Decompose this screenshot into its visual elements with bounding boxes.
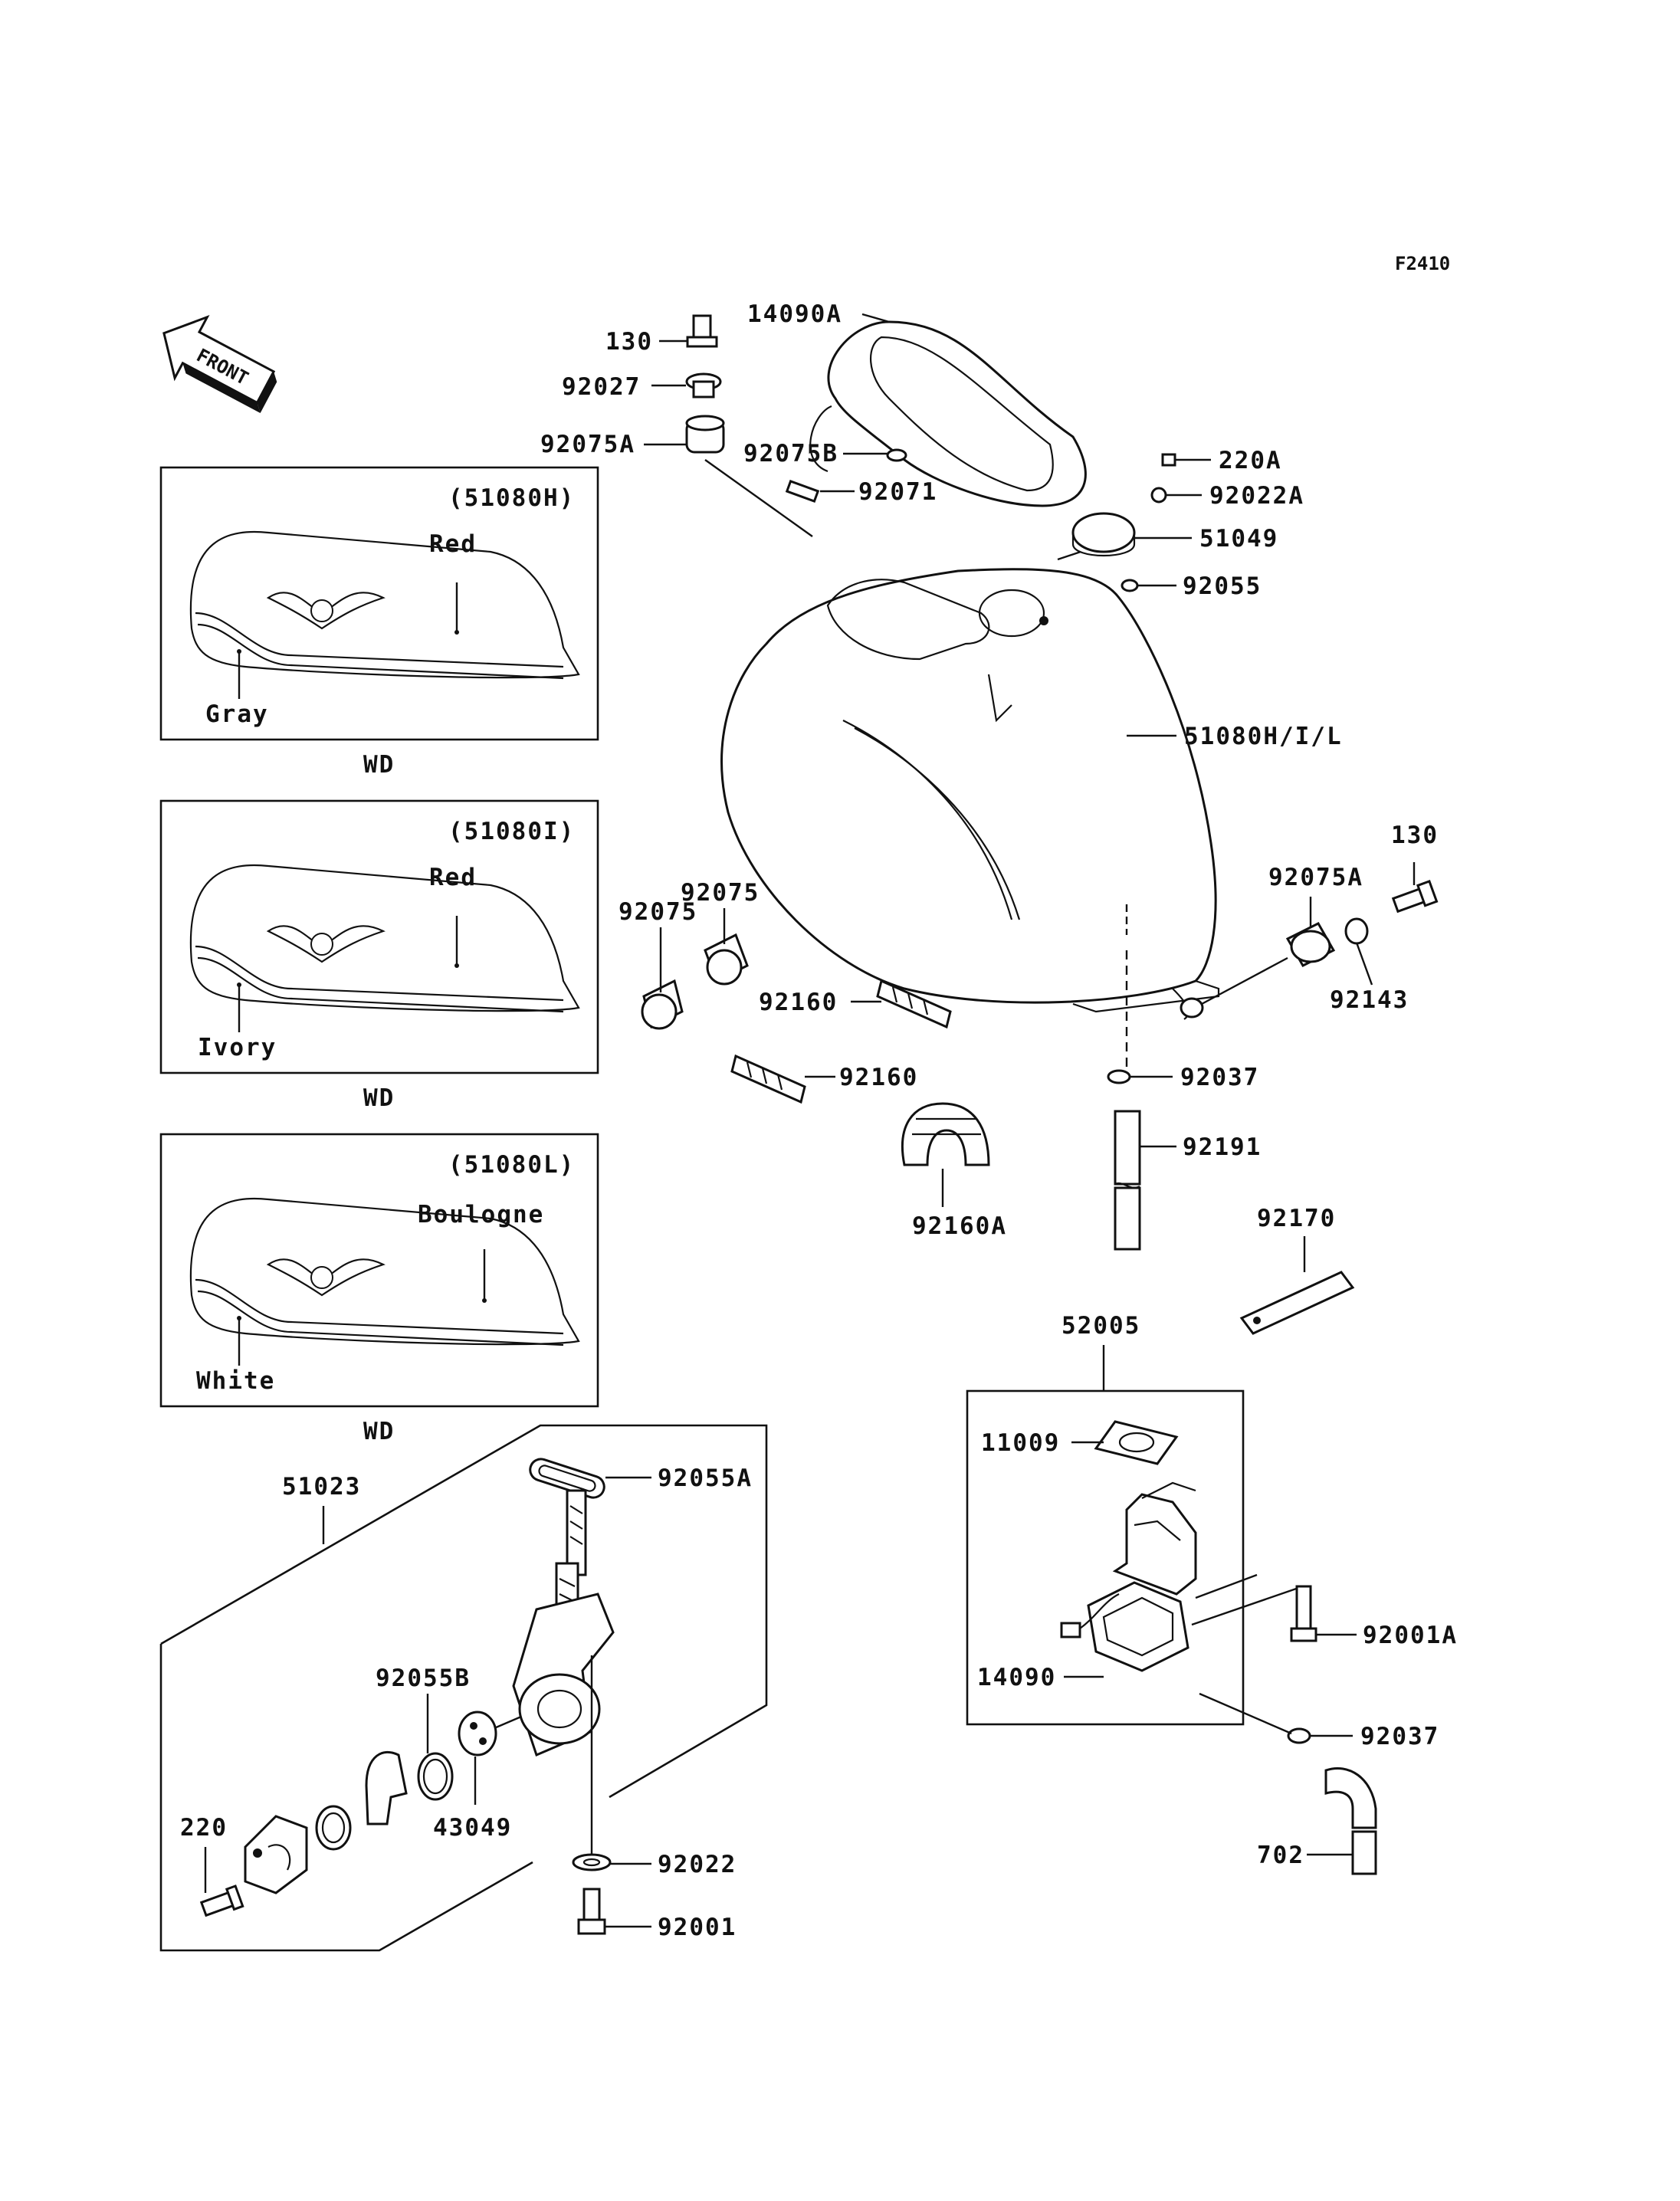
callout-43049: 43049 [433, 1814, 512, 1842]
fuel-cock-assembly: 51023 92055A 92055B 43049 [159, 1424, 768, 1952]
callout-92037-top: 92037 [1180, 1064, 1259, 1091]
cushion-right [704, 933, 749, 986]
callout-92143: 92143 [1330, 986, 1409, 1014]
callout-92160-b: 92160 [839, 1064, 918, 1091]
callout-92027: 92027 [562, 373, 641, 401]
variant-code: (51080H) [448, 484, 575, 512]
variant-top-color: Red [429, 864, 477, 891]
variant-note: WD [363, 1084, 395, 1112]
variant-51080H: (51080H) Red Gray WD [159, 466, 599, 779]
callout-14090: 14090 [977, 1664, 1056, 1691]
callout-92075-b: 92075 [681, 879, 760, 907]
clip-upper [876, 979, 952, 1029]
variant-top-color: Boulogne [418, 1201, 544, 1228]
callout-92055: 92055 [1183, 572, 1262, 600]
diagram-code: F2410 [1395, 253, 1450, 274]
variant-note: WD [363, 751, 395, 779]
fuel-pump-assembly: 52005 11009 14090 92001A 92037 [966, 1312, 1458, 1875]
bolt-icon [686, 314, 718, 348]
callout-92001A: 92001A [1363, 1622, 1458, 1649]
callout-130-top: 130 [605, 328, 653, 356]
callout-92075A-top: 92075A [540, 431, 635, 458]
callout-92170: 92170 [1257, 1205, 1336, 1232]
variant-top-color: Red [429, 530, 477, 558]
bolt-icon [1290, 1585, 1317, 1642]
callout-92160-a: 92160 [759, 989, 838, 1016]
callout-220A: 220A [1219, 447, 1282, 474]
variant-bottom-color: Gray [205, 700, 269, 728]
screw-icon [199, 1884, 244, 1917]
front-arrow-icon: FRONT [162, 314, 277, 413]
cushion-left [641, 979, 684, 1030]
callout-92037-bottom: 92037 [1360, 1723, 1439, 1750]
callout-52005: 52005 [1061, 1312, 1140, 1340]
callout-92160A: 92160A [912, 1212, 1007, 1240]
variant-code: (51080L) [448, 1151, 575, 1179]
variant-note: WD [363, 1418, 395, 1445]
callout-130-right: 130 [1391, 822, 1439, 849]
variant-bottom-color: White [196, 1367, 275, 1395]
callout-51023: 51023 [282, 1473, 361, 1501]
callout-220: 220 [180, 1814, 228, 1842]
variant-code: (51080I) [448, 818, 575, 845]
variant-51080L: (51080L) Boulogne White WD [159, 1133, 599, 1445]
variant-bottom-color: Ivory [198, 1034, 277, 1061]
callout-92022A: 92022A [1209, 482, 1304, 510]
callout-92022: 92022 [658, 1851, 737, 1878]
callout-92055A: 92055A [658, 1465, 753, 1492]
callout-92055B: 92055B [376, 1665, 471, 1692]
variant-51080I: (51080I) Red Ivory WD [159, 799, 599, 1112]
bolt-icon [1391, 880, 1439, 914]
fuel-tank-assembly: 130 92027 92075A 14090A 92075B 92071 220… [540, 300, 1439, 1335]
bolt-icon [577, 1888, 606, 1935]
callout-14090A: 14090A [747, 300, 842, 328]
callout-92075-a: 92075 [619, 898, 697, 926]
callout-51049: 51049 [1199, 525, 1278, 553]
clip-lower [730, 1054, 806, 1104]
callout-92075A-right: 92075A [1268, 864, 1363, 891]
callout-702: 702 [1257, 1842, 1304, 1869]
callout-11009: 11009 [981, 1429, 1060, 1457]
callout-92001: 92001 [658, 1914, 737, 1941]
callout-92191: 92191 [1183, 1133, 1262, 1161]
callout-51080HIL: 51080H/I/L [1184, 723, 1343, 750]
callout-92075B: 92075B [743, 440, 838, 467]
callout-92071: 92071 [858, 478, 937, 506]
